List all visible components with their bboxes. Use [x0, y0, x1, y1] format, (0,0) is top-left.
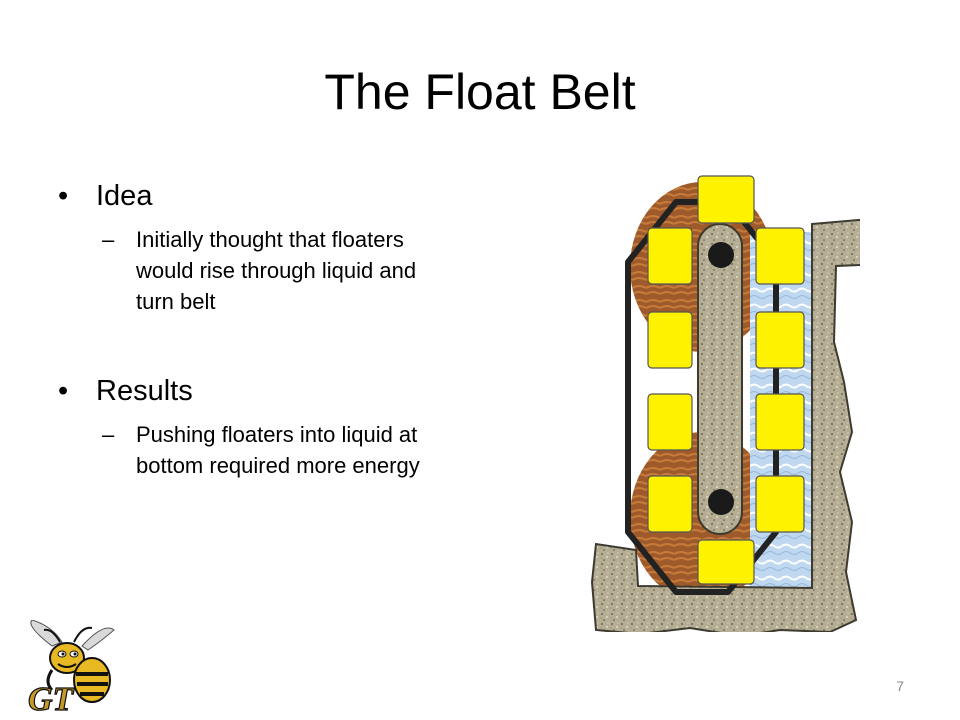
results-sub-bullet: Pushing floaters into liquid at bottom r… — [96, 419, 456, 481]
bullet-idea: Idea Initially thought that floaters wou… — [56, 176, 456, 317]
floater — [647, 227, 693, 285]
idea-sub-list: Initially thought that floaters would ri… — [96, 224, 456, 317]
floater — [755, 311, 805, 369]
float-belt-diagram — [590, 175, 860, 632]
page-number: 7 — [896, 678, 904, 694]
floater — [755, 227, 805, 285]
logo-letters: GT — [28, 681, 75, 715]
bullet-idea-label: Idea — [96, 180, 153, 212]
floater — [647, 311, 693, 369]
center-bar — [697, 223, 743, 535]
floater — [755, 393, 805, 451]
floater — [647, 475, 693, 533]
floater — [755, 475, 805, 533]
container-wall — [590, 218, 860, 632]
bottom-axle — [708, 489, 734, 515]
bullet-results-label: Results — [96, 375, 193, 407]
top-axle — [708, 242, 734, 268]
floater — [647, 393, 693, 451]
bullet-list: Idea Initially thought that floaters wou… — [56, 176, 456, 481]
floater — [697, 175, 755, 224]
floater — [697, 539, 755, 585]
slide-title: The Float Belt — [324, 64, 636, 120]
floaters — [647, 175, 805, 585]
bullet-results: Results Pushing floaters into liquid at … — [56, 371, 456, 481]
results-sub-list: Pushing floaters into liquid at bottom r… — [96, 419, 456, 481]
idea-sub-bullet: Initially thought that floaters would ri… — [96, 224, 456, 317]
yellow-jacket-mascot-icon: GT — [27, 620, 115, 715]
